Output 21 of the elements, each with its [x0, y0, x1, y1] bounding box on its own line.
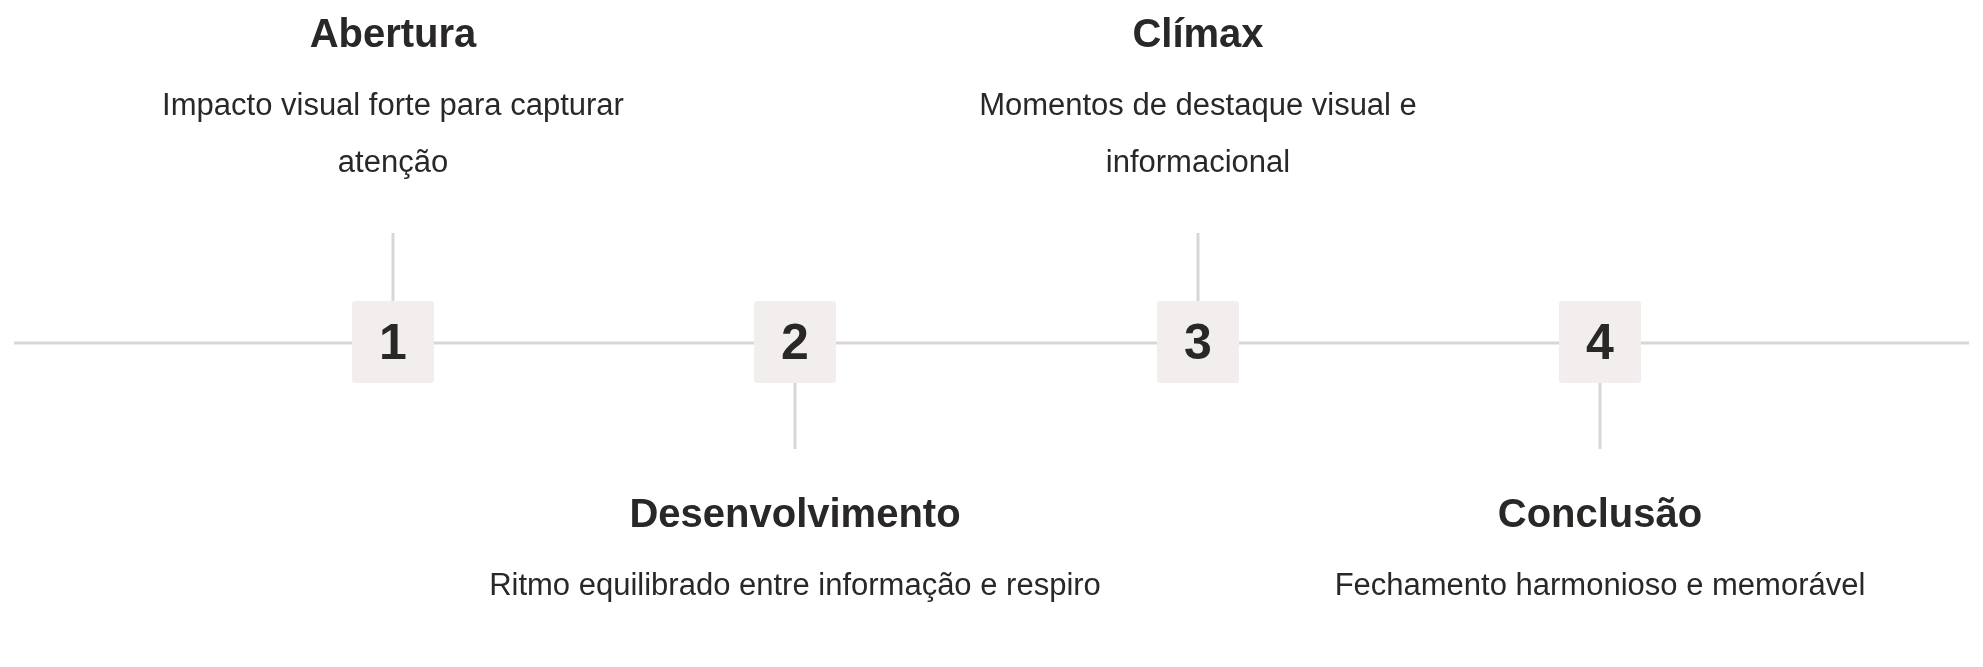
stage-description: Momentos de destaque visual e informacional — [978, 86, 1418, 181]
step-number-box: 1 — [352, 301, 434, 383]
stage-title: Conclusão — [1496, 490, 1704, 537]
stage-title: Desenvolvimento — [628, 490, 962, 537]
step-number-box: 2 — [754, 301, 836, 383]
connector-line — [1196, 233, 1200, 301]
timeline-line — [836, 341, 1157, 345]
connector-line — [793, 383, 797, 449]
timeline-line — [1239, 341, 1559, 345]
stage-description: Fechamento harmonioso e memorável — [1333, 566, 1867, 604]
stage-description: Ritmo equilibrado entre informação e respiro — [488, 566, 1102, 604]
timeline-line — [434, 341, 754, 345]
stage-title: Abertura — [308, 10, 478, 57]
connector-line — [391, 233, 395, 301]
timeline-line — [14, 341, 352, 345]
stage-description: Impacto visual forte para capturar atenção — [161, 86, 625, 181]
step-number-box: 3 — [1157, 301, 1239, 383]
connector-line — [1598, 383, 1602, 449]
stage-title: Clímax — [1131, 10, 1265, 57]
timeline-line — [1641, 341, 1969, 345]
step-number-box: 4 — [1559, 301, 1641, 383]
